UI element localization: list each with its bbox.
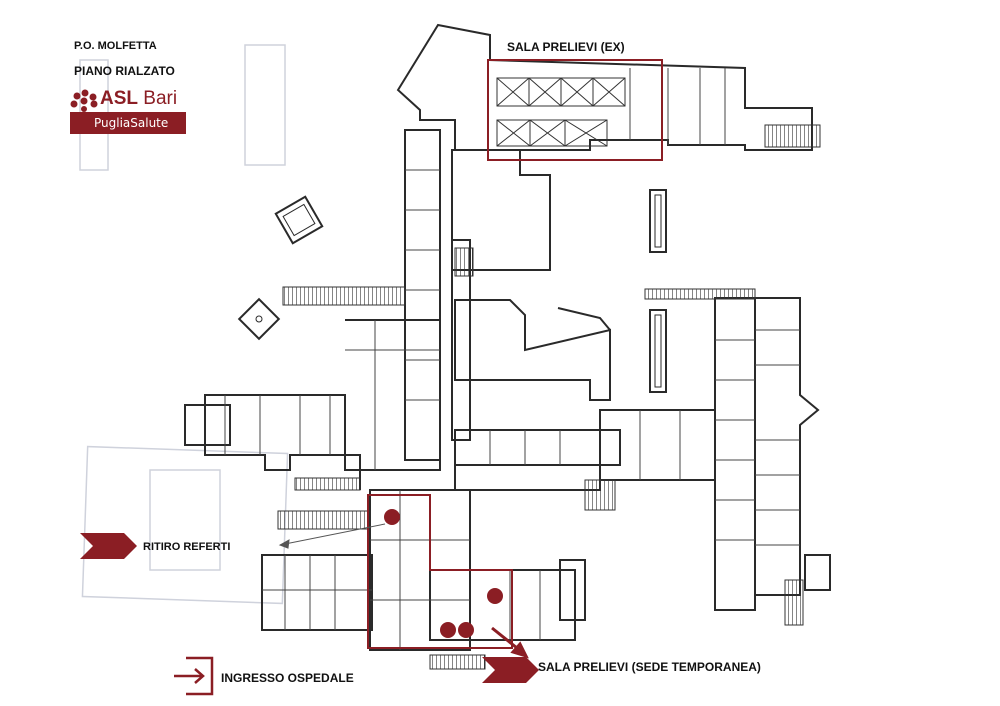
location-markers bbox=[384, 509, 503, 638]
asl-logo-bold: ASL bbox=[100, 88, 138, 109]
sala-prelievi-temp-area bbox=[367, 494, 513, 649]
detached-structures bbox=[237, 189, 667, 393]
chevron-pointer-icon bbox=[80, 533, 137, 559]
hospital-name: P.O. MOLFETTA bbox=[74, 40, 157, 52]
sala-prelievi-ex-label: SALA PRELIEVI (EX) bbox=[507, 40, 625, 54]
building-walls bbox=[184, 23, 831, 651]
ritiro-referti-label: RITIRO REFERTI bbox=[143, 541, 231, 553]
crossed-rooms bbox=[496, 77, 626, 147]
sala-prelievi-ex-area bbox=[487, 59, 663, 161]
floor-name: PIANO RIALZATO bbox=[74, 64, 175, 78]
highlight-areas bbox=[367, 59, 663, 649]
asl-logo-band: PugliaSalute bbox=[70, 112, 186, 134]
ingresso-ospedale-label: INGRESSO OSPEDALE bbox=[221, 671, 354, 685]
location-dot-icon bbox=[458, 622, 474, 638]
arrow-to-temp bbox=[491, 626, 529, 659]
location-dot-icon bbox=[384, 509, 400, 525]
location-dot-icon bbox=[487, 588, 503, 604]
asl-logo-text: ASL Bari bbox=[100, 88, 177, 110]
staircases bbox=[277, 124, 821, 670]
entrance-icon bbox=[174, 656, 214, 696]
asl-logo-mark bbox=[70, 89, 98, 112]
sala-prelievi-temp-label: SALA PRELIEVI (SEDE TEMPORANEA) bbox=[538, 660, 761, 674]
room-partitions bbox=[224, 68, 800, 650]
chevron-pointer-icon bbox=[482, 657, 539, 683]
location-dot-icon bbox=[440, 622, 456, 638]
asl-logo-rest: Bari bbox=[143, 88, 178, 109]
arrows bbox=[278, 523, 386, 549]
